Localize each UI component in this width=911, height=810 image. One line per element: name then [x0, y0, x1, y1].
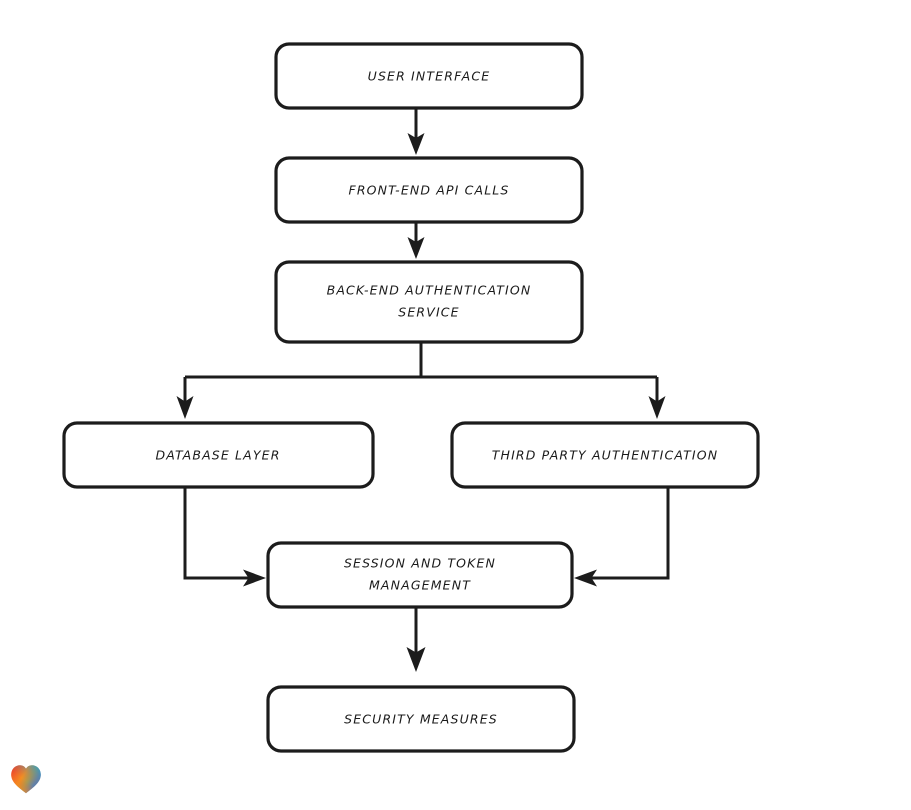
edge-user-interface-to-front-end-api-calls [407, 108, 425, 155]
node-third-party-authentication-label: THIRD PARTY AUTHENTICATION [492, 448, 719, 463]
node-security-measures[interactable]: SECURITY MEASURES [266, 685, 576, 753]
node-session-and-token-management[interactable]: SESSION AND TOKEN MANAGEMENT [266, 541, 574, 609]
edge-layer [176, 108, 670, 672]
node-third-party-authentication[interactable]: THIRD PARTY AUTHENTICATION [450, 421, 760, 489]
node-user-interface[interactable]: USER INTERFACE [274, 42, 584, 110]
node-database-layer[interactable]: DATABASE LAYER [62, 421, 375, 489]
edge-session-and-token-management-to-security-measures [406, 607, 426, 672]
node-security-measures-shape[interactable] [266, 685, 576, 753]
node-user-interface-shape[interactable] [274, 42, 584, 110]
edge-database-layer-to-session-and-token-management [183, 487, 266, 587]
edge-back-end-authentication-service-to-database-layer [176, 377, 194, 419]
node-user-interface-label: USER INTERFACE [368, 69, 491, 84]
edge-back-end-authentication-service-to-third-party-authentication [648, 377, 666, 419]
node-session-and-token-management-label-line2: MANAGEMENT [369, 578, 471, 593]
node-front-end-api-calls[interactable]: FRONT-END API CALLS [274, 156, 584, 224]
node-back-end-authentication-service[interactable]: BACK-END AUTHENTICATION SERVICE [274, 260, 584, 344]
edge-third-party-authentication-to-session-and-token-management [574, 487, 670, 587]
node-database-layer-shape[interactable] [62, 421, 375, 489]
node-session-and-token-management-shape[interactable] [266, 541, 574, 609]
node-session-and-token-management-label-line1: SESSION AND TOKEN [344, 556, 496, 571]
node-front-end-api-calls-label: FRONT-END API CALLS [348, 183, 509, 198]
edge-front-end-api-calls-to-back-end-authentication-service [407, 222, 425, 259]
node-back-end-authentication-service-label-line2: SERVICE [398, 305, 459, 320]
node-front-end-api-calls-shape[interactable] [274, 156, 584, 224]
heart-icon [11, 765, 41, 794]
node-back-end-authentication-service-shape[interactable] [274, 260, 584, 344]
node-back-end-authentication-service-label-line1: BACK-END AUTHENTICATION [327, 283, 532, 298]
node-security-measures-label: SECURITY MEASURES [344, 712, 498, 727]
node-third-party-authentication-shape[interactable] [450, 421, 760, 489]
node-layer: USER INTERFACE FRONT-END API CALLS BACK-… [62, 42, 760, 753]
node-database-layer-label: DATABASE LAYER [155, 448, 280, 463]
edge-back-end-authentication-service-split-bus [185, 342, 657, 379]
